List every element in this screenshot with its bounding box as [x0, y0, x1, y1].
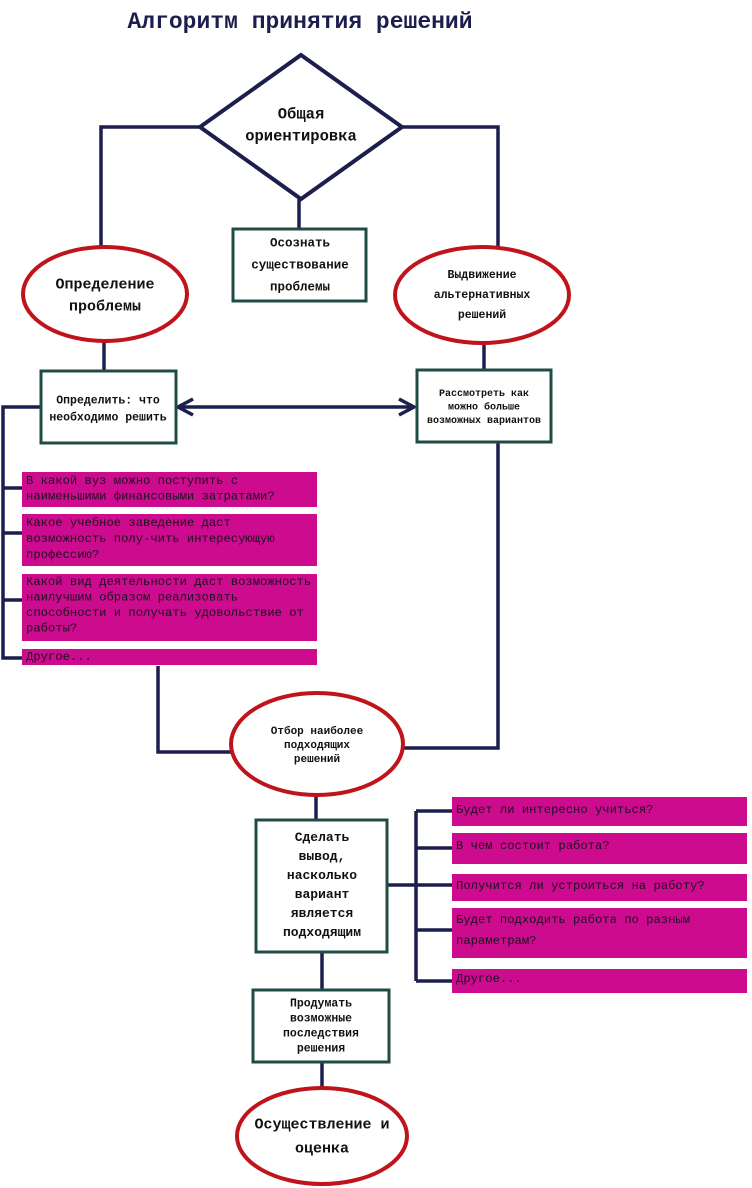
define-need-box [39, 369, 178, 445]
right-question-box [452, 969, 747, 993]
right-question-text: Получится ли устроиться на работу? [456, 879, 705, 893]
left-question-box [22, 514, 317, 566]
right-question-box [452, 797, 747, 826]
right-question-text: Другое... [456, 972, 522, 986]
page-title: Алгоритм принятия решений [127, 9, 472, 35]
right-questions: Будет ли интересно учиться? В чем состои… [452, 797, 747, 993]
left-question-text: Другое... [26, 650, 92, 664]
right-question-text: Будет ли интересно учиться? [456, 803, 653, 817]
conclusion-box [254, 818, 389, 954]
right-question-text: В чем состоит работа? [456, 839, 610, 853]
consequences-box [251, 988, 391, 1064]
awareness-box [231, 227, 368, 303]
left-question-box [22, 472, 317, 507]
right-question-box [452, 833, 747, 864]
alternatives-ellipse [393, 245, 571, 345]
left-question-box [22, 649, 317, 665]
problem-definition-ellipse [21, 245, 189, 343]
right-question-box [452, 908, 747, 958]
consider-options-box [415, 368, 553, 444]
orientation-diamond [196, 52, 406, 202]
left-question-box [22, 574, 317, 641]
implementation-ellipse [235, 1086, 409, 1186]
connector-lines [1, 125, 500, 1088]
selection-ellipse [229, 691, 405, 797]
right-question-box [452, 874, 747, 901]
